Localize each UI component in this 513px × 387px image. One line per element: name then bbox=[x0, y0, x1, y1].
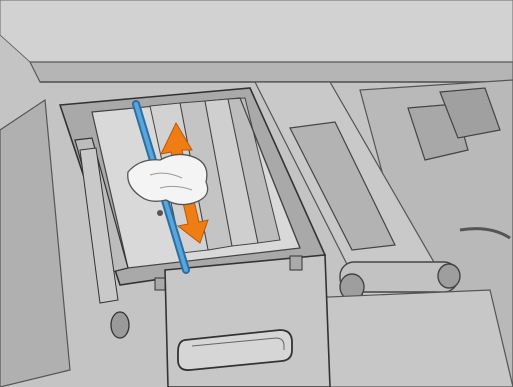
top-rail bbox=[30, 62, 513, 82]
top-cover bbox=[0, 0, 513, 62]
